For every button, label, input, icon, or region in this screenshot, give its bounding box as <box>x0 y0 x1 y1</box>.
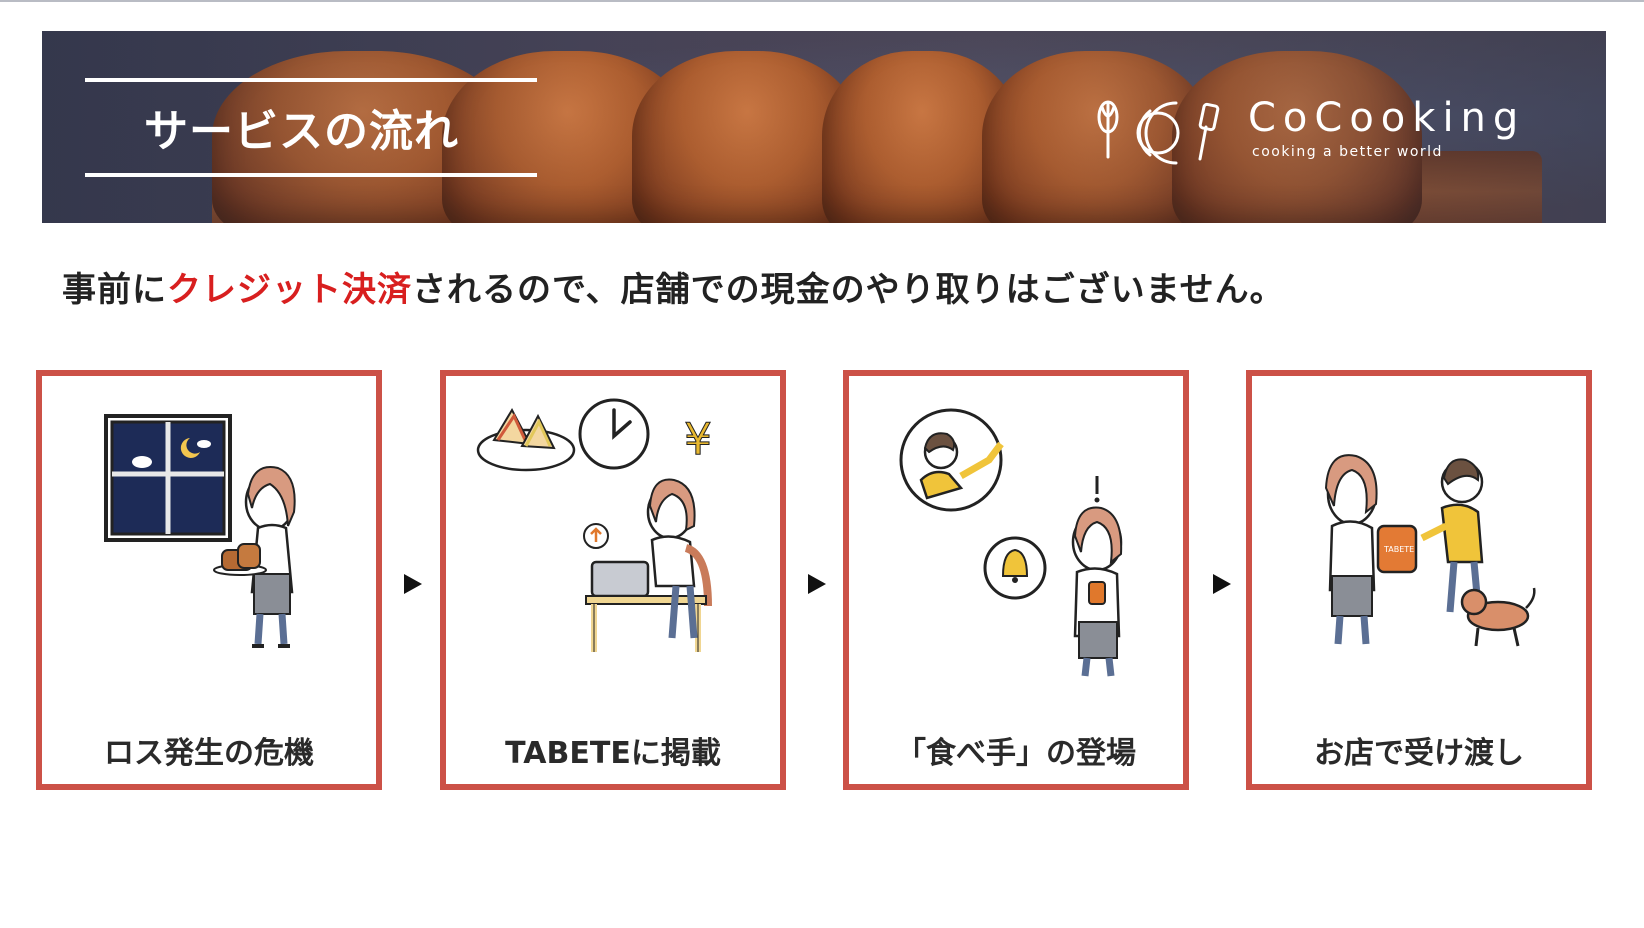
title-rule-top <box>85 78 537 82</box>
step-card-3: 「食べ手」の登場 <box>843 370 1189 790</box>
header-banner: サービスの流れ CoCooking cooking a better world <box>42 31 1606 223</box>
svg-text:¥: ¥ <box>684 414 712 465</box>
title-rule-bottom <box>85 173 537 177</box>
step-arrow-icon <box>808 574 826 594</box>
step-arrow-icon <box>404 574 422 594</box>
svg-text:TABETE: TABETE <box>1383 545 1414 554</box>
step-card-2: ¥ TABETEに掲載 <box>440 370 786 790</box>
intro-before: 事前に <box>62 270 167 310</box>
step-label: 「食べ手」の登場 <box>896 736 1136 771</box>
top-divider <box>0 0 1644 2</box>
night-window-baker-icon <box>104 414 296 648</box>
brand-logo: CoCooking cooking a better world <box>1094 93 1564 173</box>
brand-name: CoCooking <box>1248 95 1526 141</box>
step-label: ロス発生の危機 <box>104 736 314 771</box>
intro-text: 事前にクレジット決済されるので、店舗での現金のやり取りはございません。 <box>62 262 1285 311</box>
whisk-plate-spatula-icon <box>1097 100 1220 165</box>
customer-notification-bell-icon <box>899 408 1123 677</box>
sandwich-clock-yen-laptop-icon: ¥ <box>476 398 713 652</box>
bread-loaf <box>1172 51 1422 223</box>
banner-overlay <box>42 31 1606 223</box>
step-arrow-icon <box>1213 574 1231 594</box>
handover-bag-dog-icon: TABETE <box>1324 454 1536 647</box>
page-title: サービスの流れ <box>144 106 459 157</box>
step-label: お店で受け渡し <box>1314 736 1524 771</box>
intro-after: されるので、店舗での現金のやり取りはございません。 <box>412 270 1285 310</box>
step-card-4: TABETE お店で受け渡し <box>1246 370 1592 790</box>
step-label: TABETEに掲載 <box>505 736 721 771</box>
brand-tagline: cooking a better world <box>1252 144 1443 160</box>
step-card-1: ロス発生の危機 <box>36 370 382 790</box>
intro-highlight: クレジット決済 <box>167 270 412 310</box>
